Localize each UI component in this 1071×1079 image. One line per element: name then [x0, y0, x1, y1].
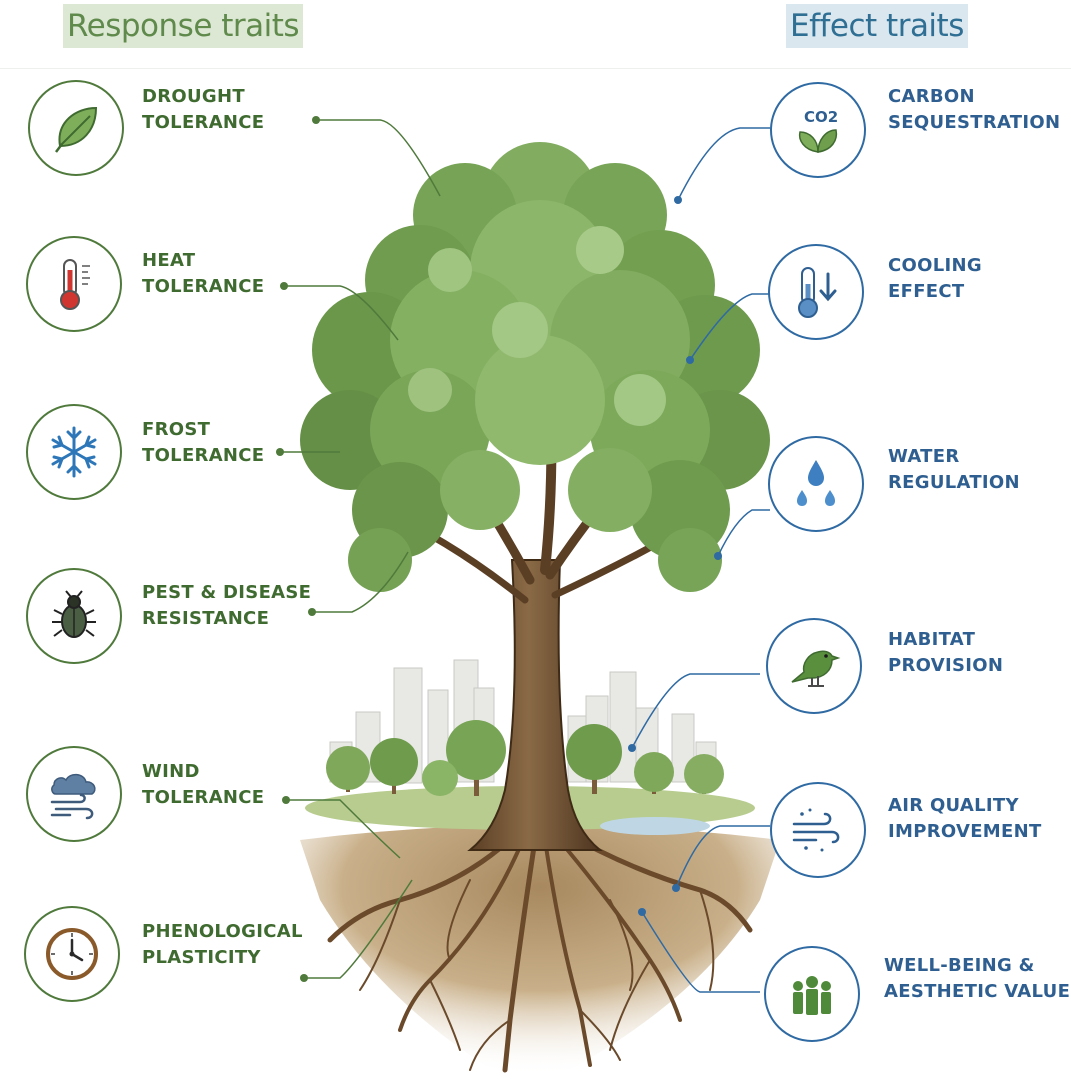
effect-trait-carbon: CO2 — [770, 82, 866, 178]
response-label-drought: DROUGHT TOLERANCE — [142, 86, 265, 133]
response-traits-title: Response traits — [63, 4, 304, 48]
wind-cloud-icon — [50, 773, 96, 820]
water-drops-icon — [797, 460, 835, 506]
beetle-icon — [52, 590, 96, 638]
effect-label-wellbeing: WELL-BEING & AESTHETIC VALUE — [884, 955, 1071, 1002]
clock-icon — [46, 928, 98, 980]
effect-trait-habitat — [766, 618, 862, 714]
response-trait-pest-disease — [26, 568, 122, 664]
response-trait-frost — [26, 404, 122, 500]
thermometer-down-icon — [798, 267, 837, 318]
response-trait-wind — [26, 746, 122, 842]
trunk — [467, 559, 603, 851]
response-connector-dots — [276, 116, 320, 982]
bird-icon — [791, 650, 841, 687]
response-label-wind: WIND TOLERANCE — [142, 761, 265, 808]
effect-trait-water — [768, 436, 864, 532]
response-trait-heat — [26, 236, 122, 332]
roots — [327, 827, 753, 1073]
snowflake-icon — [51, 426, 97, 478]
effect-connectors — [631, 127, 770, 993]
effect-trait-air-quality — [770, 782, 866, 878]
thermometer-icon — [60, 259, 90, 310]
response-label-pest-disease: PEST & DISEASE RESISTANCE — [142, 582, 312, 629]
header-divider — [0, 68, 1071, 69]
effect-label-cooling: COOLING EFFECT — [888, 255, 982, 302]
effect-traits-title: Effect traits — [786, 4, 968, 48]
co2-leaf-icon: CO2 — [798, 108, 838, 153]
leaf-icon — [55, 106, 98, 153]
response-trait-phenology — [24, 906, 120, 1002]
canopy — [300, 142, 770, 592]
background-trees — [326, 720, 724, 796]
effect-label-carbon: CARBON SEQUESTRATION — [888, 86, 1061, 133]
response-connectors — [280, 119, 441, 979]
co2-text: CO2 — [804, 108, 838, 126]
response-label-frost: FROST TOLERANCE — [142, 419, 265, 466]
effect-label-habitat: HABITAT PROVISION — [888, 629, 1004, 676]
effect-label-air-quality: AIR QUALITY IMPROVEMENT — [888, 795, 1042, 842]
people-icon — [793, 976, 831, 1015]
response-trait-drought — [28, 80, 124, 176]
response-label-heat: HEAT TOLERANCE — [142, 250, 265, 297]
air-flow-icon — [792, 808, 840, 852]
effect-trait-wellbeing — [764, 946, 860, 1042]
soil — [300, 825, 780, 1075]
effect-label-water: WATER REGULATION — [888, 446, 1020, 493]
effect-trait-cooling — [768, 244, 864, 340]
effect-connector-dots — [628, 196, 722, 916]
response-label-phenology: PHENOLOGICAL PLASTICITY — [142, 921, 303, 968]
